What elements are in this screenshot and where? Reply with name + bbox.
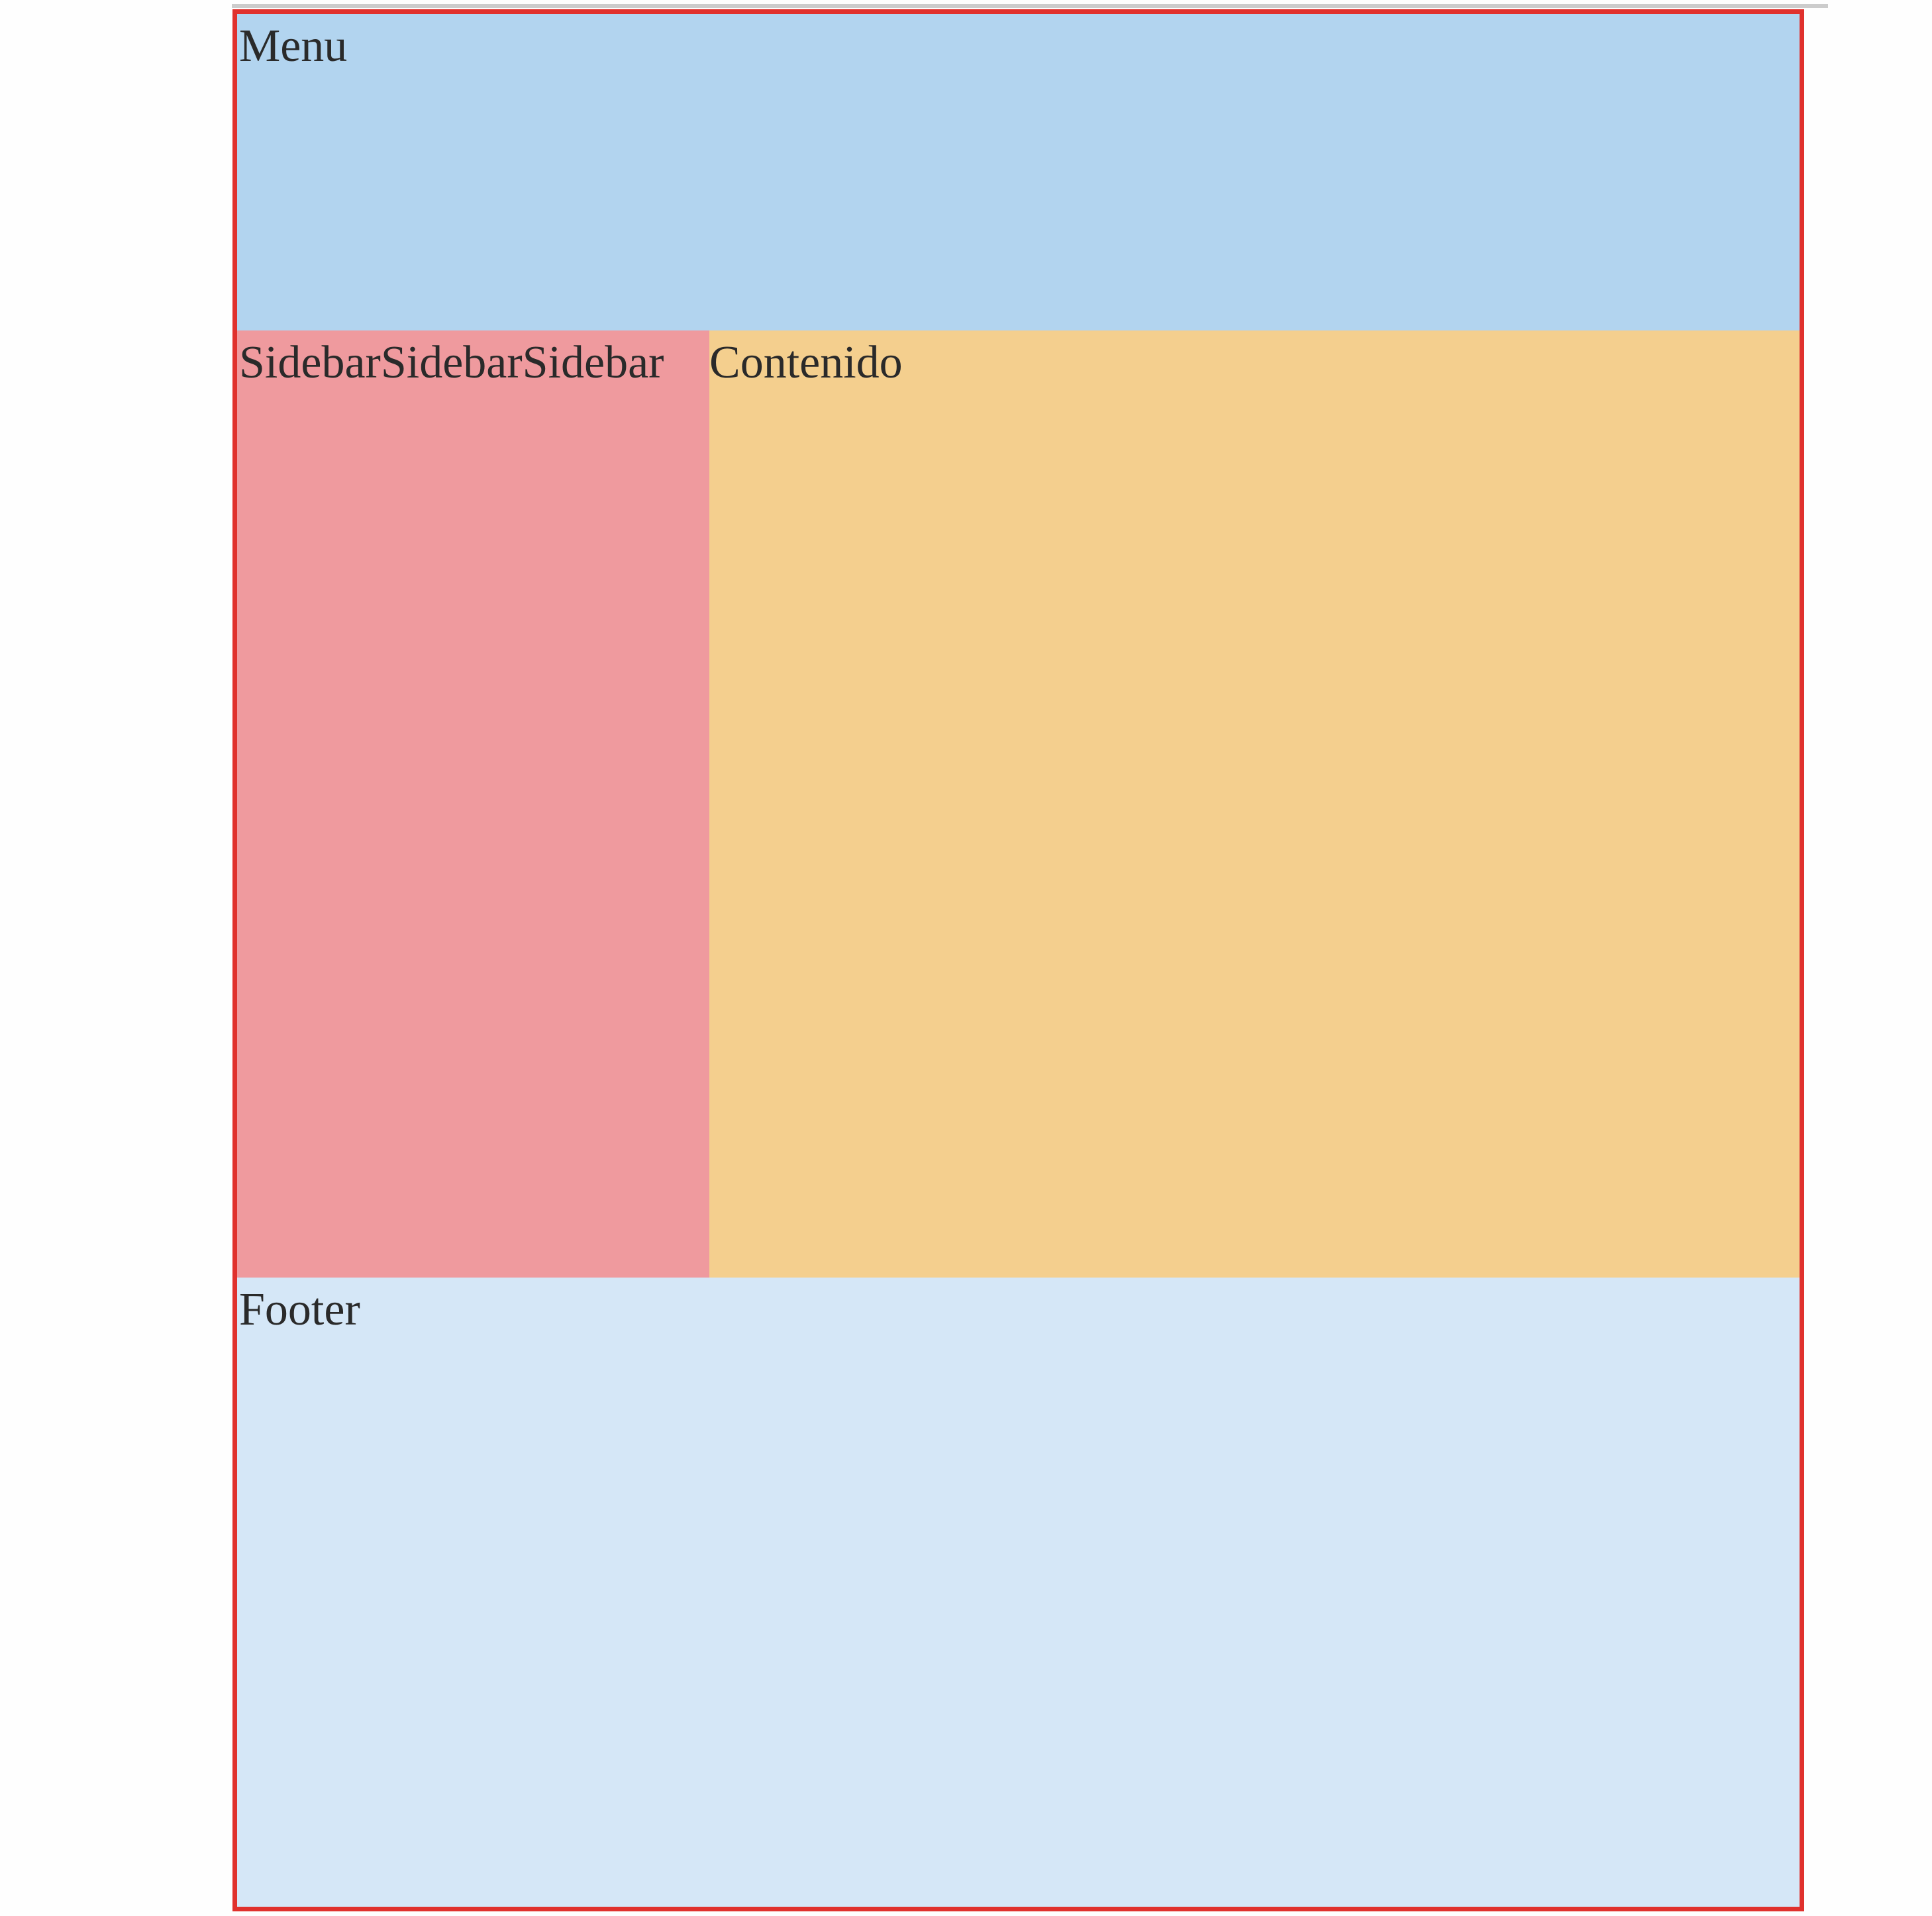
menu-label: Menu bbox=[239, 21, 348, 72]
footer-region: Footer bbox=[237, 1278, 1800, 1907]
content-region: Contenido bbox=[709, 330, 1800, 1278]
menu-region: Menu bbox=[237, 14, 1800, 330]
content-label: Contenido bbox=[709, 337, 903, 388]
top-divider-line bbox=[232, 4, 1828, 8]
sidebar-label: SidebarSidebarSidebar bbox=[239, 337, 664, 388]
sidebar-region: SidebarSidebarSidebar bbox=[237, 330, 709, 1278]
footer-label: Footer bbox=[239, 1284, 360, 1335]
page-grid-container: Menu SidebarSidebarSidebar Contenido Foo… bbox=[232, 9, 1804, 1911]
